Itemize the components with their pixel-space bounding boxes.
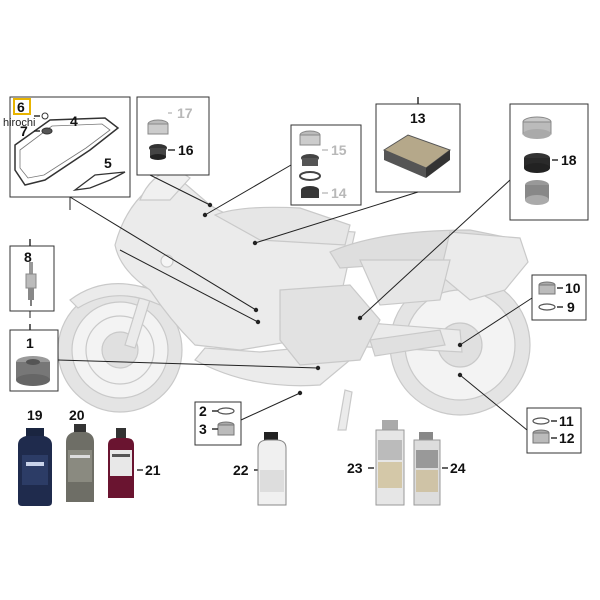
label-23[interactable]: 23	[347, 460, 363, 476]
spray-can-icon	[375, 420, 405, 506]
seal-ring-icon	[72, 171, 126, 191]
box-spark-plug	[9, 245, 55, 312]
label-20[interactable]: 20	[69, 407, 85, 423]
motorcycle-illustration	[57, 167, 531, 431]
label-24[interactable]: 24	[450, 460, 466, 476]
label-11[interactable]: 11	[559, 413, 574, 429]
label-13[interactable]: 13	[410, 110, 426, 126]
bushing-icon-18	[525, 180, 549, 205]
cap-icon-18	[522, 116, 552, 139]
cap-icon-17	[147, 119, 169, 135]
label-17[interactable]: 17	[177, 105, 193, 121]
coolant-bottle-icon	[257, 432, 287, 506]
highlight-frame	[13, 98, 31, 115]
ring-icon-11	[532, 417, 550, 425]
drain-plug-icon-3	[217, 421, 235, 436]
label-10[interactable]: 10	[565, 280, 581, 296]
brake-fluid-bottle-icon	[108, 428, 134, 498]
cap-icon-15	[299, 130, 321, 146]
label-14[interactable]: 14	[331, 185, 347, 201]
label-9[interactable]: 9	[567, 299, 575, 315]
washer-icon	[41, 112, 53, 135]
gear-oil-bottle-icon	[66, 424, 94, 502]
label-21[interactable]: 21	[145, 462, 161, 478]
label-15[interactable]: 15	[331, 142, 347, 158]
watermark: hirochi	[3, 117, 36, 129]
label-dashes	[29, 97, 563, 471]
spray-can-icon-24	[413, 432, 441, 506]
box-cap-16-17	[136, 96, 210, 176]
gasket-icon	[14, 117, 120, 186]
label-19[interactable]: 19	[27, 407, 43, 423]
ring-icon-14	[299, 171, 321, 181]
grommet-icon-15	[301, 154, 319, 166]
cap-icon-10	[538, 281, 556, 295]
label-5[interactable]: 5	[104, 155, 112, 171]
seal-icon-18	[524, 153, 550, 173]
label-7[interactable]: 7	[20, 123, 28, 139]
label-18[interactable]: 18	[561, 152, 577, 168]
label-22[interactable]: 22	[233, 462, 249, 478]
label-3[interactable]: 3	[199, 421, 207, 437]
oil-filter-icon	[16, 356, 50, 386]
cap-icon-12	[532, 429, 550, 444]
grommet-icon-16	[149, 144, 167, 160]
engine-oil-bottle-icon	[18, 428, 52, 506]
spark-plug-icon	[25, 262, 37, 306]
label-1[interactable]: 1	[26, 335, 34, 351]
label-2[interactable]: 2	[199, 403, 207, 419]
cap-icon-14	[301, 186, 319, 198]
leader-dots	[202, 202, 463, 396]
label-12[interactable]: 12	[559, 430, 575, 446]
label-8[interactable]: 8	[24, 249, 32, 265]
label-6[interactable]: 6	[17, 99, 25, 115]
air-filter-icon	[382, 134, 452, 178]
leader-lines	[29, 164, 533, 431]
label-16[interactable]: 16	[178, 142, 194, 158]
ring-icon-9	[538, 303, 556, 311]
label-4[interactable]: 4	[70, 113, 78, 129]
